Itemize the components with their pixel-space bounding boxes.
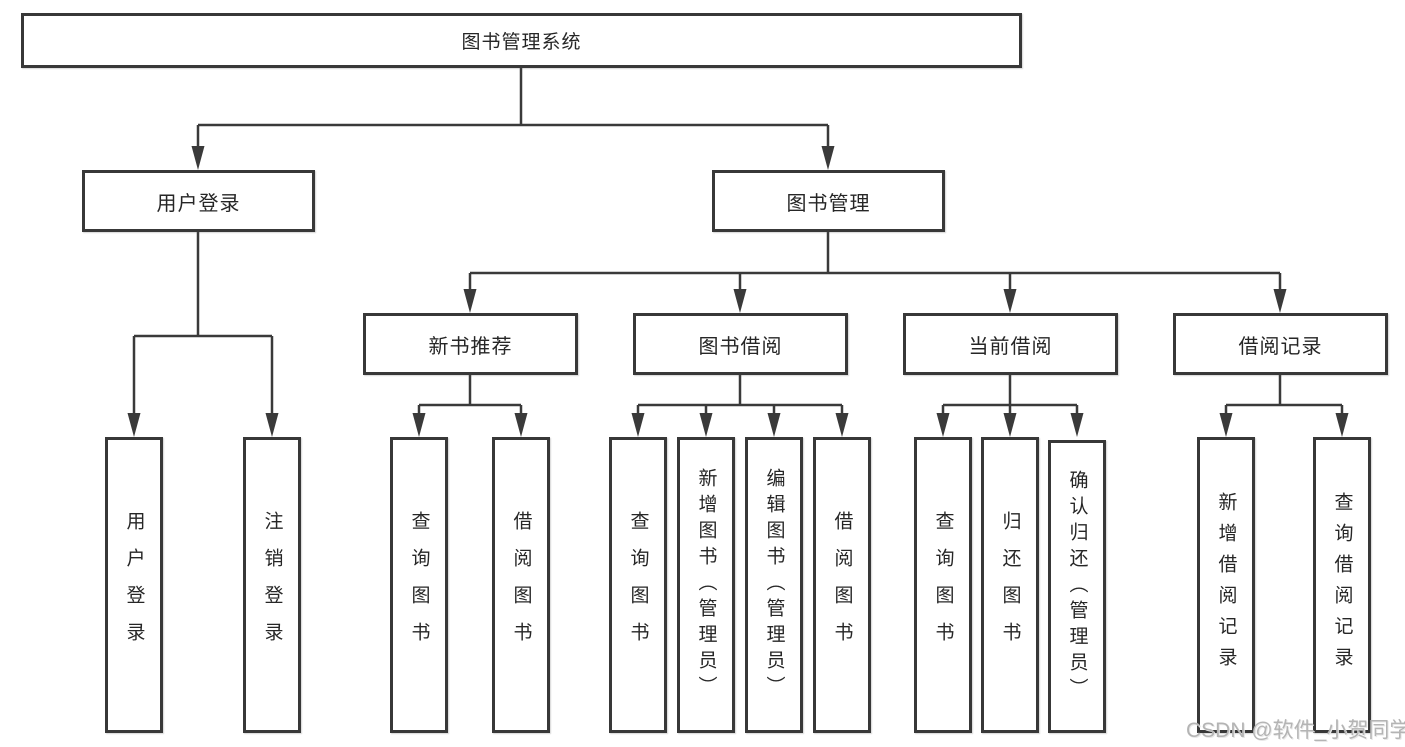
node-book-borrow: 图书借阅 <box>633 313 848 375</box>
node-label: 图书管理 <box>786 192 871 215</box>
node-label: 图书借阅 <box>698 335 783 358</box>
node-label: 当前借阅 <box>968 335 1053 358</box>
leaf-label: 用户登录 <box>123 511 145 659</box>
leaf-label: 查询图书 <box>408 511 430 659</box>
node-label: 用户登录 <box>156 192 241 215</box>
leaf-label: 注销登录 <box>261 511 283 659</box>
leaf-logout: 注销登录 <box>243 437 301 733</box>
node-new-book-recommend: 新书推荐 <box>363 313 578 375</box>
leaf-label: 归还图书 <box>999 511 1021 659</box>
leaf-label: 新增借阅记录 <box>1215 492 1237 678</box>
csdn-watermark: CSDN @软件_小贺同学 <box>1186 719 1405 742</box>
leaf-user-login: 用户登录 <box>105 437 163 733</box>
leaf-borrow-book-2: 借阅图书 <box>813 437 871 733</box>
node-book-management: 图书管理 <box>712 170 945 232</box>
node-current-borrow: 当前借阅 <box>903 313 1118 375</box>
leaf-query-book-2: 查询图书 <box>609 437 667 733</box>
leaf-label: 新增图书（管理员） <box>695 468 717 702</box>
leaf-query-borrow-record: 查询借阅记录 <box>1313 437 1371 733</box>
leaf-borrow-book-1: 借阅图书 <box>492 437 550 733</box>
leaf-label: 查询图书 <box>932 511 954 659</box>
node-label: 新书推荐 <box>428 335 513 358</box>
leaf-confirm-return-admin: 确认归还（管理员） <box>1048 440 1106 733</box>
leaf-query-book-3: 查询图书 <box>914 437 972 733</box>
leaf-edit-book-admin: 编辑图书（管理员） <box>745 437 803 733</box>
node-library-management-system: 图书管理系统 <box>21 13 1022 68</box>
leaf-label: 查询借阅记录 <box>1331 492 1353 678</box>
leaf-label: 借阅图书 <box>831 511 853 659</box>
leaf-label: 确认归还（管理员） <box>1066 469 1088 704</box>
node-label: 借阅记录 <box>1238 335 1323 358</box>
node-borrow-record: 借阅记录 <box>1173 313 1388 375</box>
leaf-add-borrow-record: 新增借阅记录 <box>1197 437 1255 733</box>
node-label: 图书管理系统 <box>461 32 582 53</box>
leaf-query-book-1: 查询图书 <box>390 437 448 733</box>
leaf-label: 查询图书 <box>627 511 649 659</box>
leaf-return-book: 归还图书 <box>981 437 1039 733</box>
leaf-label: 借阅图书 <box>510 511 532 659</box>
leaf-add-book-admin: 新增图书（管理员） <box>677 437 735 733</box>
leaf-label: 编辑图书（管理员） <box>763 468 785 702</box>
node-user-login: 用户登录 <box>82 170 315 232</box>
